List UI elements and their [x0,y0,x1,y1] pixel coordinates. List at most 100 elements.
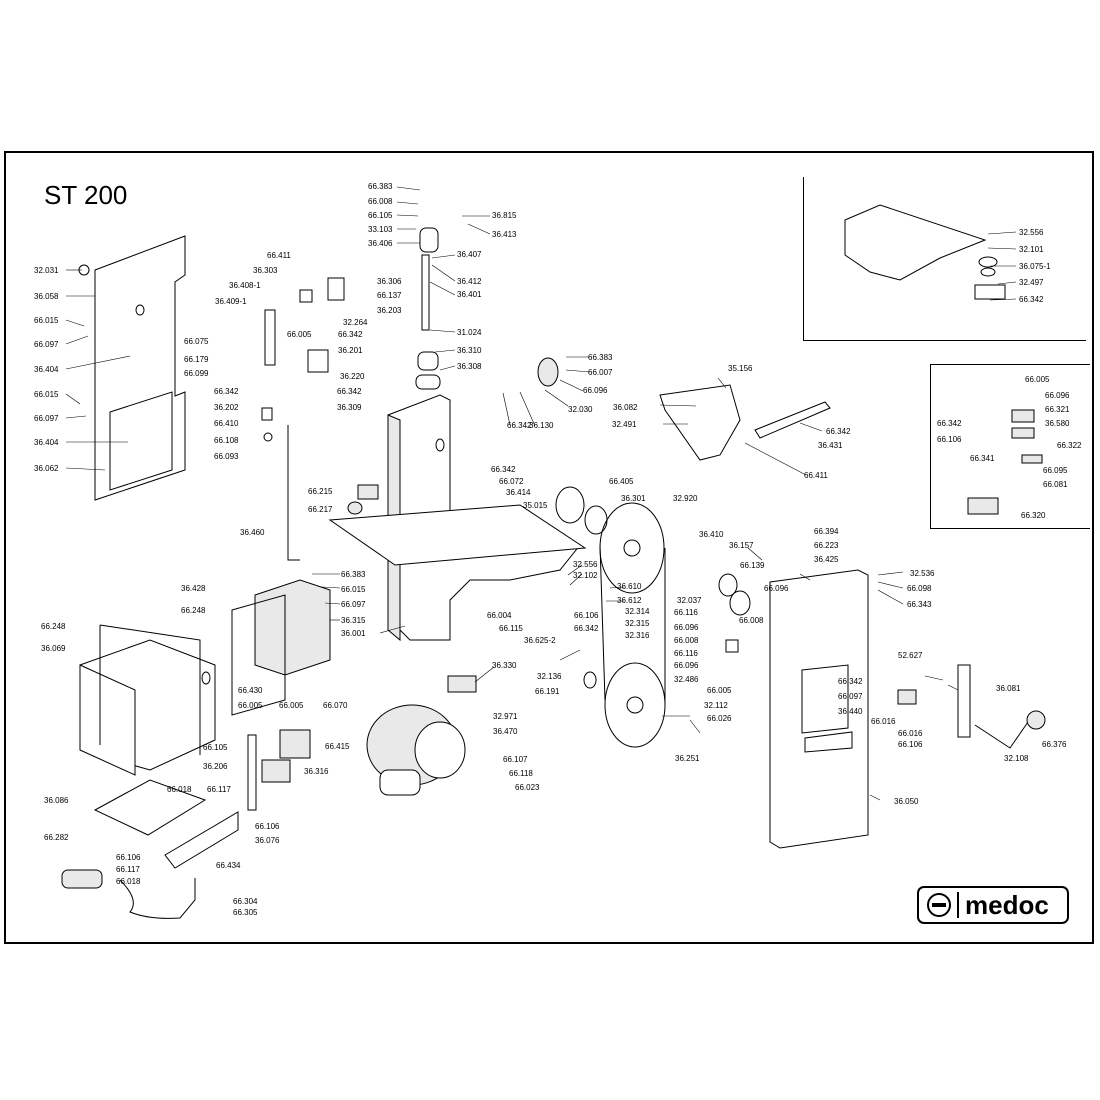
part-label: 66.098 [907,584,932,593]
part-label: 66.282 [44,833,69,842]
part-label: 36.610 [617,582,642,591]
part-label: 36.075-1 [1019,262,1051,271]
part-label: 66.015 [34,390,59,399]
part-label: 36.301 [621,494,646,503]
part-label: 32.315 [625,619,650,628]
part-label: 36.330 [492,661,517,670]
part-label: 66.342 [838,677,863,686]
part-label: 66.105 [368,211,393,220]
part-label: 66.342 [338,330,363,339]
part-label: 36.203 [377,306,402,315]
part-label: 66.008 [368,197,393,206]
part-label: 36.069 [41,644,66,653]
part-label: 32.314 [625,607,650,616]
part-label: 36.157 [729,541,754,550]
part-label: 36.409-1 [215,297,247,306]
part-label: 66.411 [267,251,291,260]
part-label: 66.070 [323,701,348,710]
part-label: 31.024 [457,328,482,337]
part-label: 66.217 [308,505,333,514]
part-label: 32.536 [910,569,935,578]
part-label: 66.434 [216,861,241,870]
power-cable [119,878,196,919]
part-label: 36.413 [492,230,517,239]
part-label: 36.408-1 [229,281,261,290]
part-label: 36.404 [34,438,59,447]
part-label: 36.428 [181,584,206,593]
part-label: 36.308 [457,362,482,371]
part-label: 36.815 [492,211,517,220]
part-label: 66.026 [707,714,732,723]
part-label: 66.116 [674,608,698,617]
part-label: 36.202 [214,403,239,412]
part-label: 36.440 [838,707,863,716]
part-label: 66.096 [583,386,608,395]
part-label: 32.031 [34,266,59,275]
part-label: 66.304 [233,897,258,906]
part-label: 66.342 [826,427,851,436]
part-label: 66.139 [740,561,765,570]
part-label: 66.117 [116,865,140,874]
part-label: 36.401 [457,290,482,299]
part-label: 66.342 [574,624,599,633]
inset-switch-detail [930,364,1090,529]
part-label: 32.136 [537,672,562,681]
part-label: 66.117 [207,785,231,794]
part-label: 66.015 [34,316,59,325]
part-label: 66.383 [368,182,393,191]
guide-bar [754,401,831,439]
part-label: 66.321 [1045,405,1070,414]
part-label: 35.156 [728,364,753,373]
part-label: 66.096 [764,584,789,593]
part-label: 66.342 [1019,295,1044,304]
part-label: 66.106 [255,822,280,831]
part-label: 36.220 [340,372,365,381]
part-label: 32.102 [573,571,598,580]
part-label: 66.342 [214,387,239,396]
part-label: 66.107 [503,755,528,764]
medoc-logo: medoc [917,886,1069,924]
part-label: 36.410 [699,530,724,539]
part-label: 32.556 [1019,228,1044,237]
tyre-ring [555,486,585,524]
part-label: 66.096 [674,661,699,670]
part-label: 36.625-2 [524,636,556,645]
part-label: 36.001 [341,629,366,638]
part-label: 66.106 [574,611,599,620]
blade-guard [287,425,300,561]
part-label: 36.251 [675,754,700,763]
part-label: 66.093 [214,452,239,461]
part-label: 36.310 [457,346,482,355]
part-label: 66.341 [970,454,995,463]
part-label: 66.106 [116,853,141,862]
brand-name: medoc [965,890,1049,920]
switch-box [254,579,331,676]
part-label: 66.215 [308,487,333,496]
part-label: 36.058 [34,292,59,301]
part-label: 32.971 [493,712,518,721]
part-label: 36.081 [996,684,1021,693]
part-label: 36.082 [613,403,638,412]
part-label: 52.627 [898,651,923,660]
part-label: 66.383 [588,353,613,362]
leader-lines [65,186,1017,801]
part-label: 36.612 [617,596,642,605]
part-label: 35.015 [523,501,548,510]
part-label: 36.303 [253,266,278,275]
filler-block [447,675,477,693]
part-label: 36.425 [814,555,839,564]
part-label: 36.076 [255,836,280,845]
part-label: 36.407 [457,250,482,259]
part-label: 66.072 [499,477,524,486]
part-label: 36.201 [338,346,363,355]
part-label: 32.486 [674,675,699,684]
part-label: 66.097 [838,692,863,701]
part-label: 66.007 [588,368,613,377]
part-label: 66.248 [41,622,66,631]
part-label: 32.112 [704,701,728,710]
part-label: 66.411 [804,471,828,480]
part-label: 32.030 [568,405,593,414]
part-label: 66.343 [907,600,932,609]
saw-blade [599,544,666,705]
